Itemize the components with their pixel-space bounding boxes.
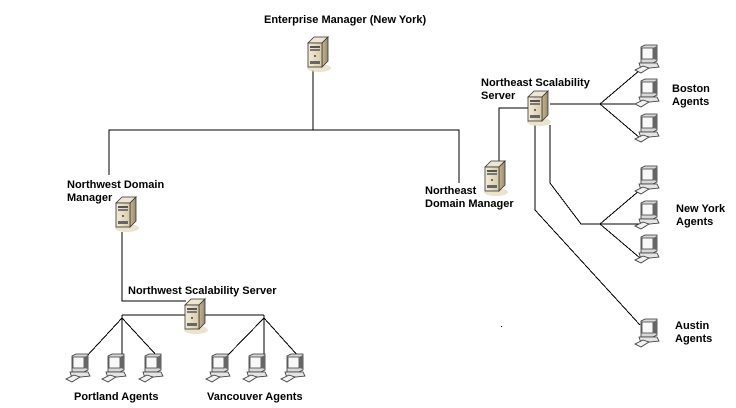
edge-vancouver-1	[225, 317, 265, 358]
edge-portland-3	[121, 317, 159, 358]
edge-boston-1	[599, 69, 641, 105]
portland-agent-1-icon	[65, 353, 91, 383]
edge-new-york-trunk	[549, 125, 600, 225]
new-york-agents-label: New York Agents	[676, 203, 726, 228]
edge-austin	[534, 125, 641, 326]
enterprise-manager-server-icon	[306, 36, 332, 73]
enterprise-manager-label: Enterprise Manager (New York)	[264, 14, 427, 26]
edge-boston-3	[599, 103, 641, 139]
vancouver-agent-1-icon	[205, 353, 231, 383]
boston-agent-3-icon	[634, 113, 660, 143]
edge-enterprise-to-domain-managers	[108, 129, 460, 183]
vancouver-agent-3-icon	[280, 353, 306, 383]
austin-agents-label: Austin Agents	[675, 320, 713, 345]
northwest-domain-manager-label: Northwest Domain Manager	[67, 179, 165, 204]
northwest-scalability-server-label: Northwest Scalability Server	[128, 285, 277, 297]
edge-nw-domain-to-scalability	[121, 232, 186, 302]
edge-vancouver-3	[263, 317, 300, 358]
vancouver-agent-2-icon	[242, 353, 268, 383]
edge-new-york-1	[599, 189, 641, 225]
stray-dot	[501, 326, 502, 327]
portland-agent-2-icon	[101, 353, 127, 383]
new-york-agent-1-icon	[634, 165, 660, 195]
connection-lines	[85, 69, 641, 358]
new-york-agent-2-icon	[634, 200, 660, 230]
new-york-agent-3-icon	[634, 234, 660, 264]
northwest-scalability-server-icon	[183, 298, 209, 335]
device-icons	[65, 36, 660, 383]
northeast-scalability-server-label: Northeast Scalability Server	[481, 77, 590, 102]
edge-new-york-3	[599, 223, 641, 259]
boston-agents-label: Boston Agents	[672, 83, 710, 108]
boston-agent-2-icon	[634, 78, 660, 108]
northeast-domain-manager-label: Northeast Domain Manager	[425, 185, 514, 210]
vancouver-agents-label: Vancouver Agents	[207, 391, 303, 403]
portland-agents-label: Portland Agents	[74, 391, 159, 403]
edge-portland-1	[85, 317, 123, 358]
portland-agent-3-icon	[138, 353, 164, 383]
boston-agent-1-icon	[634, 44, 660, 74]
edge-ne-domain-to-scalability	[498, 107, 528, 162]
